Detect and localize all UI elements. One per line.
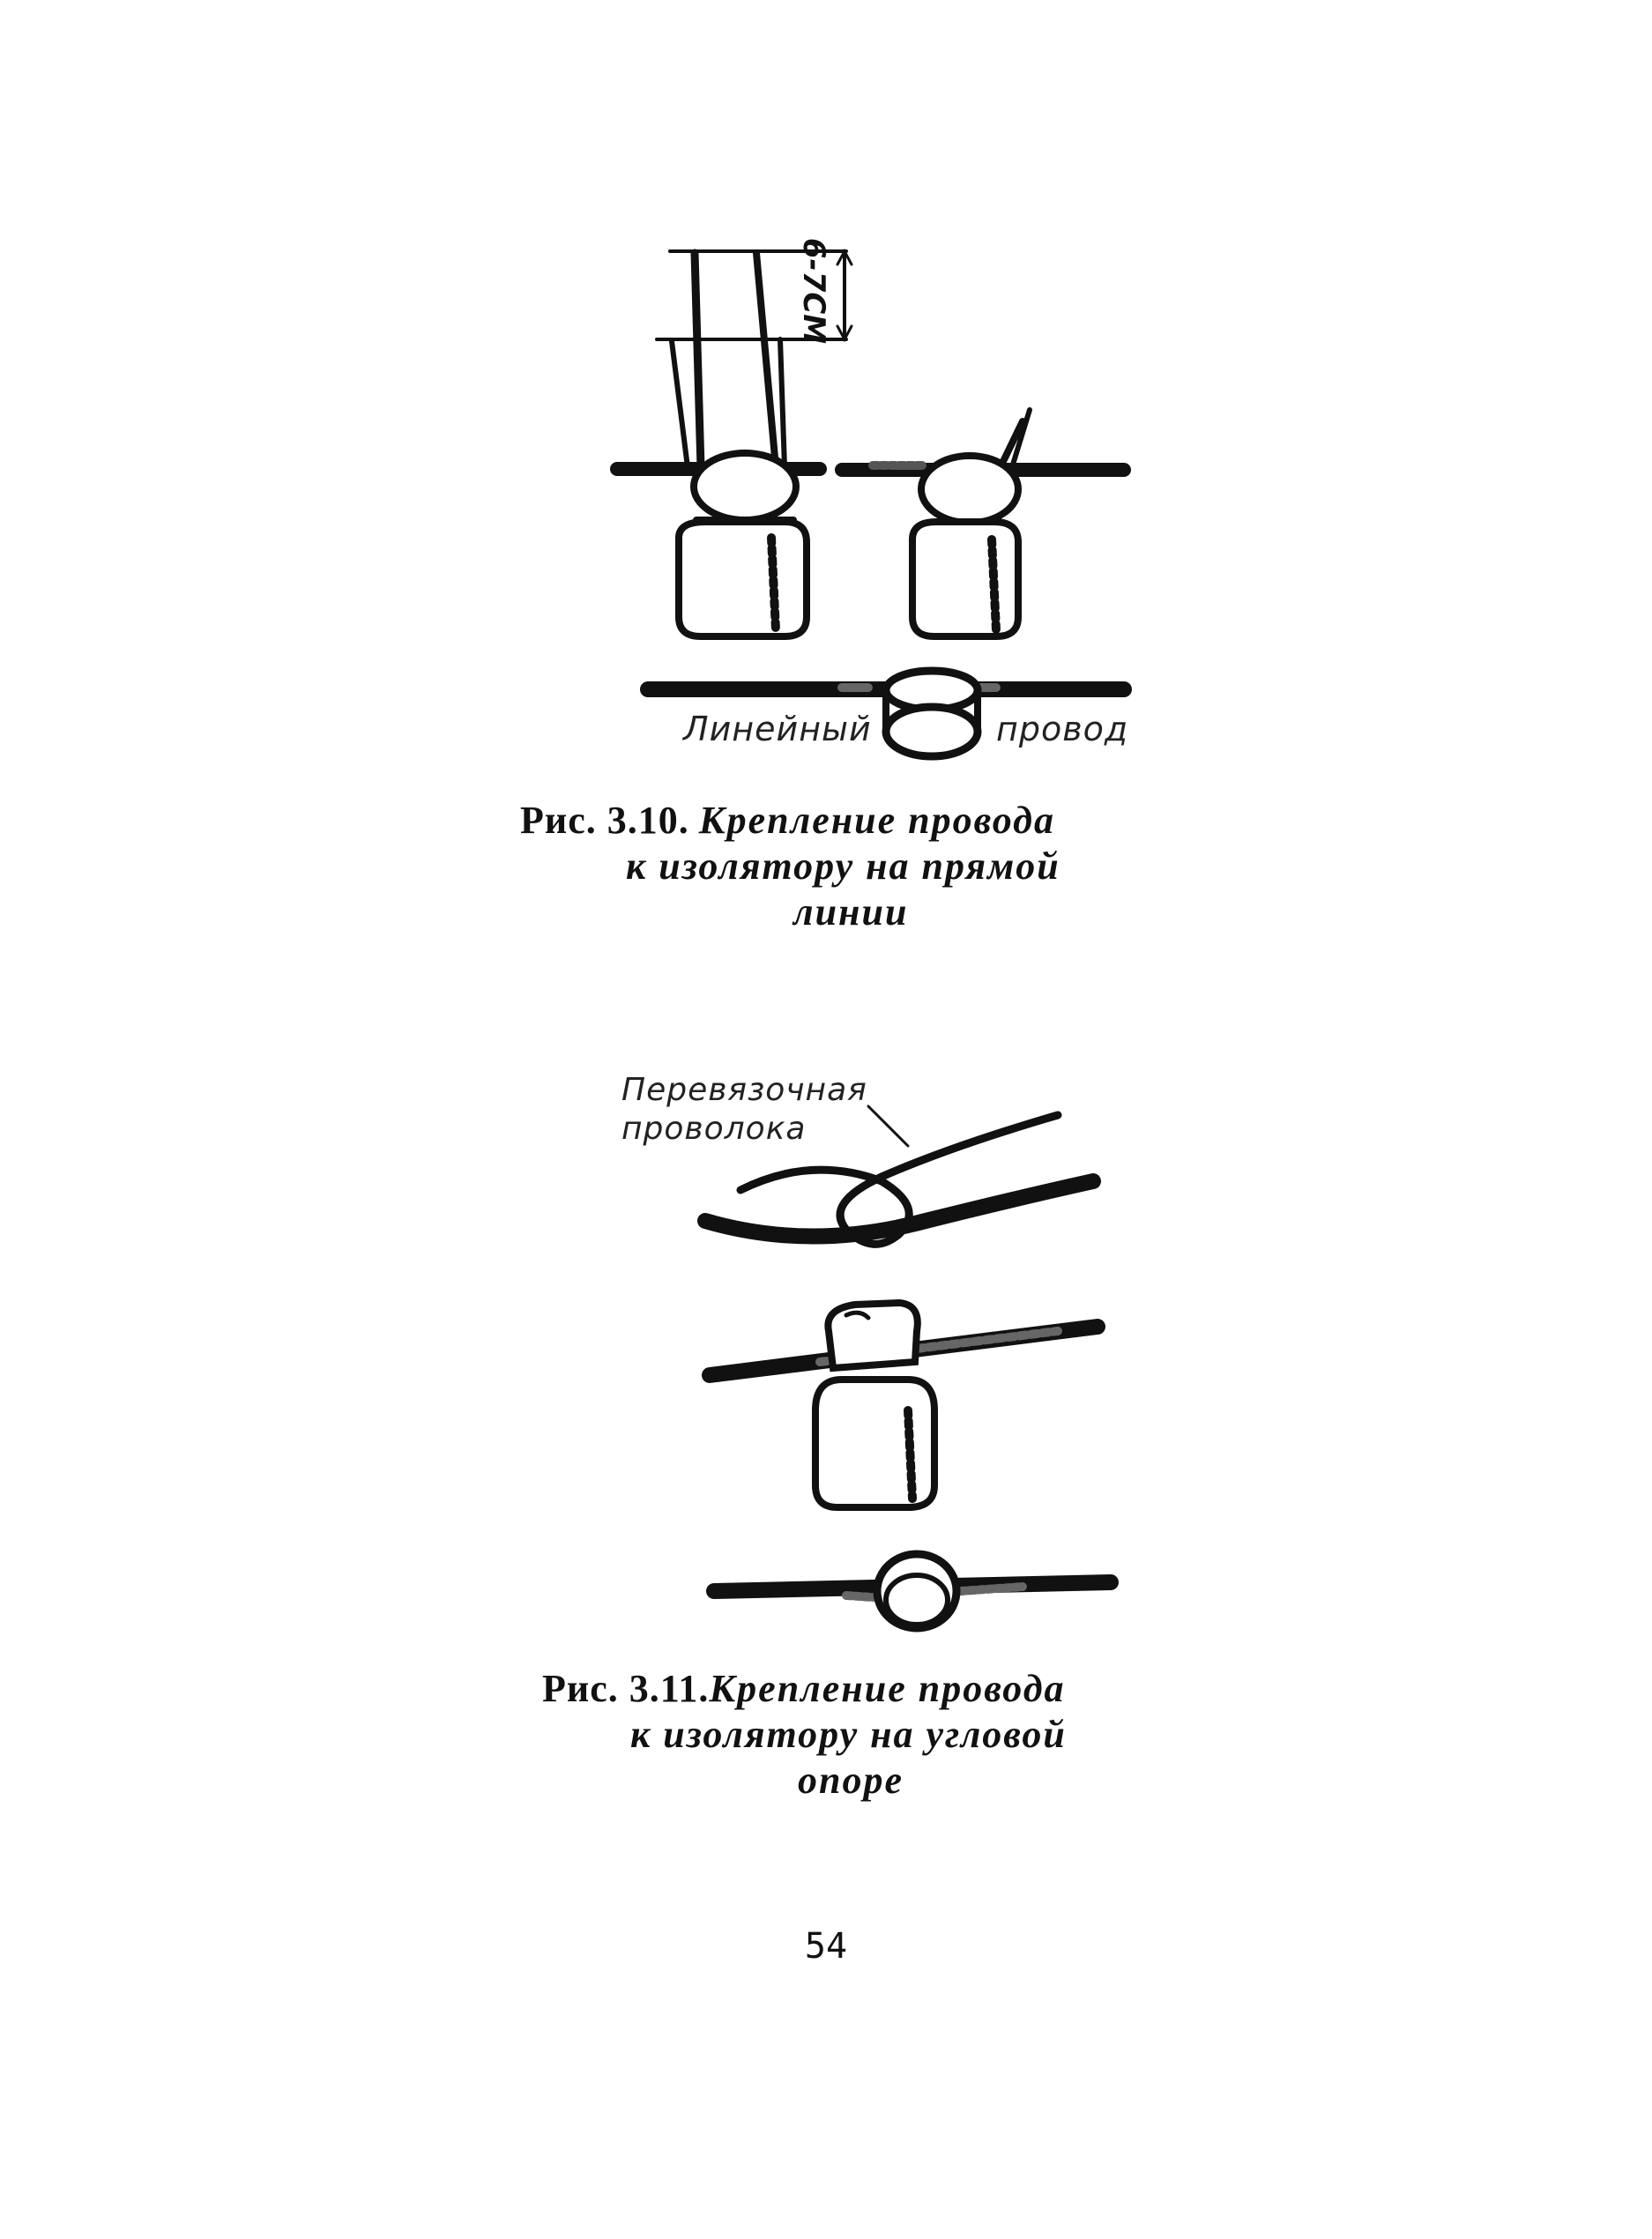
caption-line: опоре <box>798 1759 904 1802</box>
figure-3-10-illustration: 6-7СМ <box>610 238 1132 761</box>
wire-label-left: Линейный <box>683 710 872 748</box>
caption-line: к изолятору на угловой <box>630 1713 1067 1756</box>
figure-caption-3-11: Рис. 3.11.Крепление провода к изолятору … <box>542 1666 1142 1804</box>
caption-number: Рис. 3.10. <box>520 799 689 842</box>
caption-line: Крепление провода <box>709 1667 1066 1710</box>
tie-wire-label-line1: Перевязочная <box>621 1072 867 1108</box>
caption-line: линии <box>793 890 909 934</box>
caption-line: к изолятору на прямой <box>626 844 1060 888</box>
caption-line: Крепление провода <box>698 799 1055 842</box>
wire-label-right: провод <box>996 710 1129 748</box>
page-number: 54 <box>804 1926 848 1967</box>
tie-wire-label-line2: проволока <box>621 1111 807 1147</box>
figure-3-11-illustration <box>697 1105 1119 1633</box>
figure-caption-3-10: Рис. 3.10. Крепление провода к изолятору… <box>520 798 1120 935</box>
dimension-label: 6-7СМ <box>796 238 831 344</box>
caption-number: Рис. 3.11. <box>542 1667 710 1710</box>
tie-wire-label: Перевязочная проволока <box>621 1071 867 1149</box>
